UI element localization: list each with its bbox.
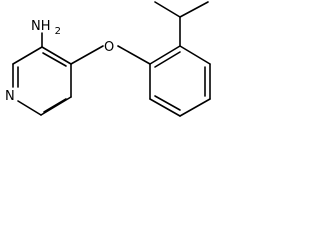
bond-oxygen-c1prime — [117, 45, 151, 65]
bond-c1-c2-prime — [149, 45, 181, 65]
ether-oxygen-label: O — [104, 40, 114, 55]
amine-subscript: 2 — [55, 26, 61, 37]
bond-ch-methyl-left — [154, 1, 181, 18]
bond-c4-c5 — [40, 96, 72, 116]
chemical-structure: NH 2 O N — [5, 1, 211, 117]
bond-c5-c6 — [17, 100, 42, 116]
bond-c2-c3-inner — [42, 52, 67, 67]
amine-label: NH 2 — [31, 19, 61, 37]
bond-c4-c5-prime — [179, 98, 211, 117]
amine-text: NH — [31, 19, 51, 34]
benzene-ring — [149, 45, 211, 117]
bond-c2-c3-prime — [179, 45, 211, 65]
bond-ch-methyl-right — [179, 1, 209, 18]
ring-nitrogen-label: N — [5, 89, 15, 104]
pyridine-ring — [12, 46, 72, 116]
bond-c4-c5-inner — [43, 98, 67, 113]
bond-c5-c6-prime-inner — [154, 95, 181, 111]
isopropyl-group — [154, 1, 209, 47]
bond-n1-c2 — [12, 46, 43, 65]
bond-c2-c3 — [41, 46, 72, 65]
bond-c1-c2-prime-inner — [154, 51, 181, 68]
bond-c4-oxygen — [70, 45, 104, 65]
bond-c5-c6-prime — [149, 98, 181, 117]
